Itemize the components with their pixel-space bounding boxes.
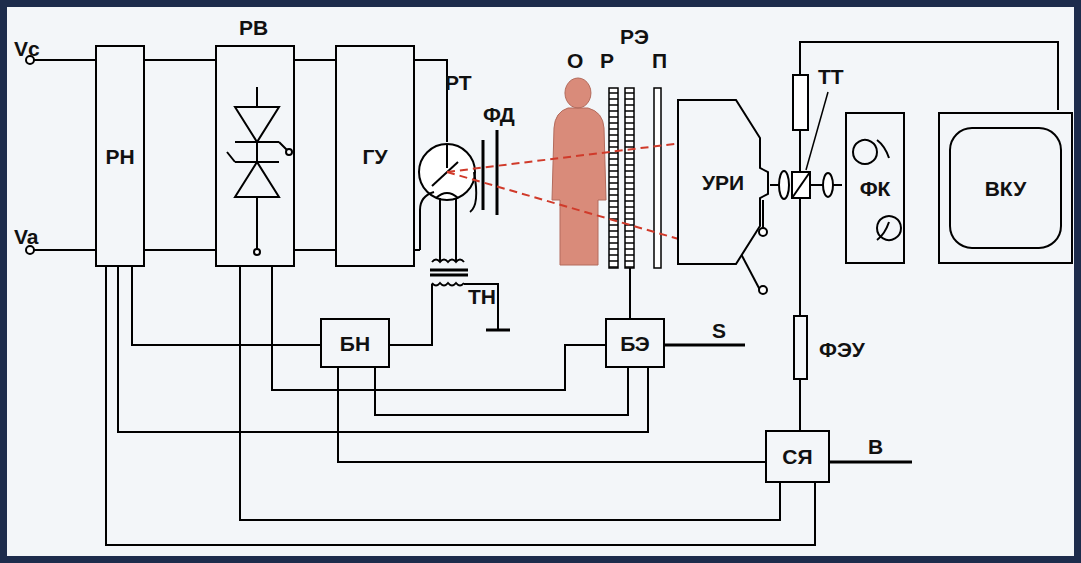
node-label: ВКУ [985,178,1027,199]
wire [415,60,447,142]
terminal [759,228,767,236]
wire [390,284,432,345]
regulator-box: РН [95,45,145,267]
part-label: РЭ [620,26,649,47]
wire [34,59,95,61]
generator-box: ГУ [335,45,415,267]
output-line [830,461,912,464]
part-label: РТ [445,72,472,93]
output-line [665,344,745,347]
optical-axis [799,130,801,172]
camera-tube [793,75,808,130]
wire-connector [338,368,765,462]
node-label: СЯ [782,446,812,467]
image-intensifier: УРИ [676,98,770,266]
wire [34,249,95,251]
node-label: РВ [239,17,268,38]
terminal [759,286,767,294]
wire-connector [375,368,628,415]
part-label: ТН [468,286,496,307]
wire [740,252,760,290]
intensifier-outline [676,98,770,266]
part-label: П [652,50,667,71]
ion-chamber [625,88,634,268]
node-label: УРИ [702,172,744,193]
node-label: ГУ [363,146,388,167]
wire-connector [240,267,780,520]
rectifier-box: РВ [215,45,295,267]
transformer-core [430,269,468,272]
transformer-core [430,274,468,277]
tube-neck [420,172,476,250]
terminal [26,56,34,64]
diaphragm [496,130,499,215]
exposure-block: БЭ [605,318,665,368]
cathode [436,193,458,198]
monitor-box: ВКУ [938,112,1073,264]
lens [779,171,789,199]
beam-splitter-mirror [792,172,810,198]
wire-connector [295,59,335,61]
intensifier-outline [678,100,768,264]
part-label: О [567,50,583,71]
wire-connector [799,380,801,430]
transformer-winding [432,283,464,286]
film-camera: ФК [845,112,905,264]
terminal [26,246,34,254]
part-label: S [712,320,726,341]
film-reel-symbol [847,114,903,262]
monitor-screen [940,114,1071,262]
node-label: БН [340,333,370,354]
wire [800,42,1058,110]
wire [629,268,631,318]
table-plate [654,88,661,268]
lens [823,173,833,197]
xray-beam [447,172,682,240]
xray-beam [447,143,682,172]
transformer-winding [432,260,464,263]
optical-axis [770,184,779,186]
wire-connector [132,267,320,345]
panel [7,7,1074,556]
thyristor-symbol [217,47,293,265]
node-label: РН [105,146,134,167]
wire-connector [145,249,215,251]
wire-connector [106,267,815,545]
part-label: В [868,436,883,457]
part-label: ФД [483,104,515,125]
optical-axis [799,198,801,315]
filter [482,140,485,210]
wire-connector [295,249,335,251]
grid-Р [609,88,618,268]
part-label: Vc [14,38,40,59]
wire [762,200,764,228]
ground-symbol [486,329,510,332]
wire [455,198,457,262]
part-label: Va [14,226,39,247]
thyristor-symbol [235,87,289,162]
node-label: БЭ [620,333,650,354]
thyristor-symbol [227,152,279,217]
wire [464,284,498,330]
heater-block: БН [320,318,390,368]
photomultiplier: ФЭУ [793,315,808,380]
wire [439,198,441,262]
node-label: ФЭУ [819,339,865,360]
wire-connector [118,267,648,432]
brightness-block: СЯ [765,430,830,483]
part-label: ТТ [818,66,844,87]
patient [552,78,606,265]
beam-splitter [792,172,810,198]
node-label: ФК [860,178,891,199]
wire-connector [272,267,605,390]
leader-line [806,92,828,170]
part-label: Р [600,50,614,71]
wire-connector [145,59,215,61]
anode [446,144,448,168]
